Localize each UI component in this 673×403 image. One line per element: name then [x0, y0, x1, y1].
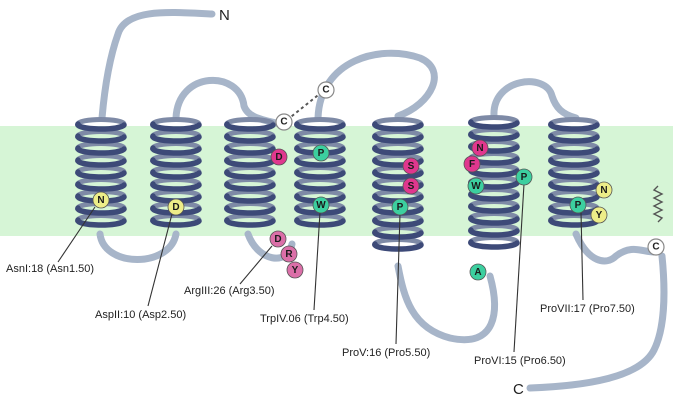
helix-TM6-front-turn	[471, 122, 517, 127]
helix-TM7-front-turn	[551, 124, 597, 129]
c-terminus-loop	[530, 256, 664, 388]
residue-TM3-D: D	[271, 149, 287, 165]
residue-TM6-N: N	[472, 140, 488, 156]
residue-TM5-S: S	[403, 178, 419, 194]
residue-TM6-F: F	[464, 156, 480, 172]
residue-letter: W	[316, 200, 326, 211]
residue-letter: Y	[292, 265, 299, 276]
residue-letter: S	[408, 161, 415, 172]
residue-TM3-Y: Y	[287, 262, 303, 278]
annotation-asn-tm1: AsnI:18 (Asn1.50)	[6, 263, 94, 275]
residue-TM1-N: N	[93, 192, 109, 208]
residue-TM7-P: P	[570, 197, 586, 213]
residue-TM6-P: P	[516, 169, 532, 185]
residue-letter: P	[521, 172, 528, 183]
residue-letter: F	[469, 159, 475, 170]
helix-TM4-back-turn	[297, 120, 343, 125]
helix-TM6-front-turn	[471, 242, 517, 247]
helix-TM5-back-turn	[375, 120, 421, 125]
helix-TM6-back-turn	[471, 238, 517, 243]
annotation-trp-tm4: TrpIV.06 (Trp4.50)	[260, 313, 349, 325]
annotation-pro-tm5: ProV:16 (Pro5.50)	[342, 347, 430, 359]
annotation-arg-tm3: ArgIII:26 (Arg3.50)	[184, 285, 275, 297]
disulfide-cys-left: C	[280, 117, 287, 128]
residue-TM5-P: P	[392, 199, 408, 215]
residue-TM3-R: R	[281, 246, 297, 262]
helix-TM1-front-turn	[78, 124, 124, 129]
annotation-pro-tm6: ProVI:15 (Pro6.50)	[474, 355, 566, 367]
palmitoyl-cys: C	[652, 242, 659, 253]
residue-letter: A	[474, 267, 481, 278]
helix-TM3-front-turn	[227, 124, 273, 129]
residue-TM2-D: D	[168, 199, 184, 215]
n-terminus-label: N	[219, 7, 230, 24]
residue-TM6-A: A	[470, 264, 486, 280]
helix-TM2-front-turn	[153, 124, 199, 129]
residue-letter: P	[318, 148, 325, 159]
residue-letter: R	[285, 249, 293, 260]
residue-letter: D	[275, 152, 282, 163]
helix-TM7-back-turn	[551, 120, 597, 125]
residue-letter: N	[97, 195, 104, 206]
loop-el3	[494, 82, 576, 118]
residue-letter: N	[600, 185, 607, 196]
loop-el1	[176, 80, 280, 124]
residue-TM4-W: W	[313, 197, 329, 213]
loop-el2	[318, 53, 434, 118]
residue-letter: P	[397, 202, 404, 213]
residue-letter: P	[575, 200, 582, 211]
residue-letter: N	[476, 143, 483, 154]
residue-TM4-P: P	[313, 145, 329, 161]
loop-il4	[576, 234, 654, 261]
residue-letter: D	[274, 234, 281, 245]
disulfide-cys-right: C	[322, 85, 329, 96]
residue-letter: D	[172, 202, 179, 213]
residue-TM7-N: N	[596, 182, 612, 198]
helix-TM1-back-turn	[78, 120, 124, 125]
residue-letter: W	[471, 181, 481, 192]
loop-il1	[100, 234, 176, 260]
residue-TM3-D: D	[270, 231, 286, 247]
helix-TM6-back-turn	[471, 118, 517, 123]
residue-letter: Y	[596, 210, 603, 221]
helix-TM2-back-turn	[153, 120, 199, 125]
c-terminus-label: C	[513, 381, 524, 398]
residue-TM7-Y: Y	[591, 207, 607, 223]
annotation-pro-tm7: ProVII:17 (Pro7.50)	[540, 303, 635, 315]
residue-TM5-S: S	[403, 158, 419, 174]
annotation-asp-tm2: AspII:10 (Asp2.50)	[95, 309, 186, 321]
helix-TM5-front-turn	[375, 124, 421, 129]
helix-TM3-back-turn	[227, 120, 273, 125]
residue-letter: S	[408, 181, 415, 192]
helix-TM4-front-turn	[297, 124, 343, 129]
helix-TM5-front-turn	[375, 244, 421, 249]
n-terminus-loop	[102, 13, 212, 118]
residue-TM6-W: W	[468, 178, 484, 194]
helix-TM5-back-turn	[375, 240, 421, 245]
